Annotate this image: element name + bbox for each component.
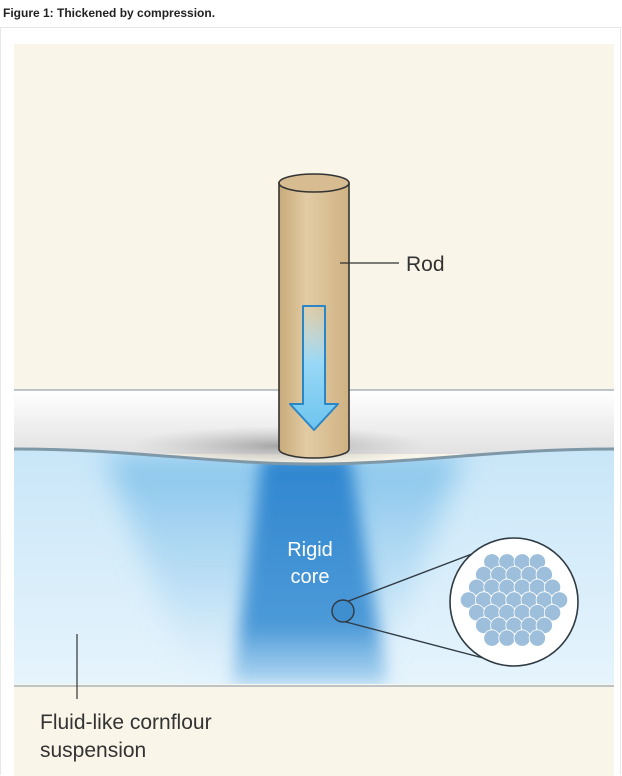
fluid-label-line2: suspension <box>40 739 146 762</box>
zoom-origin-circle <box>331 599 355 623</box>
rigid-core-label-line1: Rigid <box>287 539 333 561</box>
figure-frame <box>0 27 621 775</box>
rod-label: Rod <box>406 253 445 276</box>
particle <box>543 604 562 622</box>
rod-top <box>278 173 350 193</box>
particle <box>483 629 501 647</box>
diagram: Rod Rigid core Fluid-like cornflour susp… <box>14 44 614 776</box>
particle <box>498 629 516 647</box>
zoom-line-bottom <box>345 621 507 665</box>
particle-cluster <box>459 553 569 647</box>
particle <box>528 629 547 647</box>
figure-caption: Figure 1: Thickened by compression. <box>3 6 216 20</box>
rigid-core-column <box>232 456 388 684</box>
particle <box>513 629 531 647</box>
fluid-surface-line <box>14 447 614 466</box>
rigid-core-label-line2: core <box>291 566 330 588</box>
arrow-down-icon <box>289 305 339 431</box>
particle-magnifier <box>449 537 579 667</box>
fluid-label-line1: Fluid-like cornflour <box>40 711 212 734</box>
